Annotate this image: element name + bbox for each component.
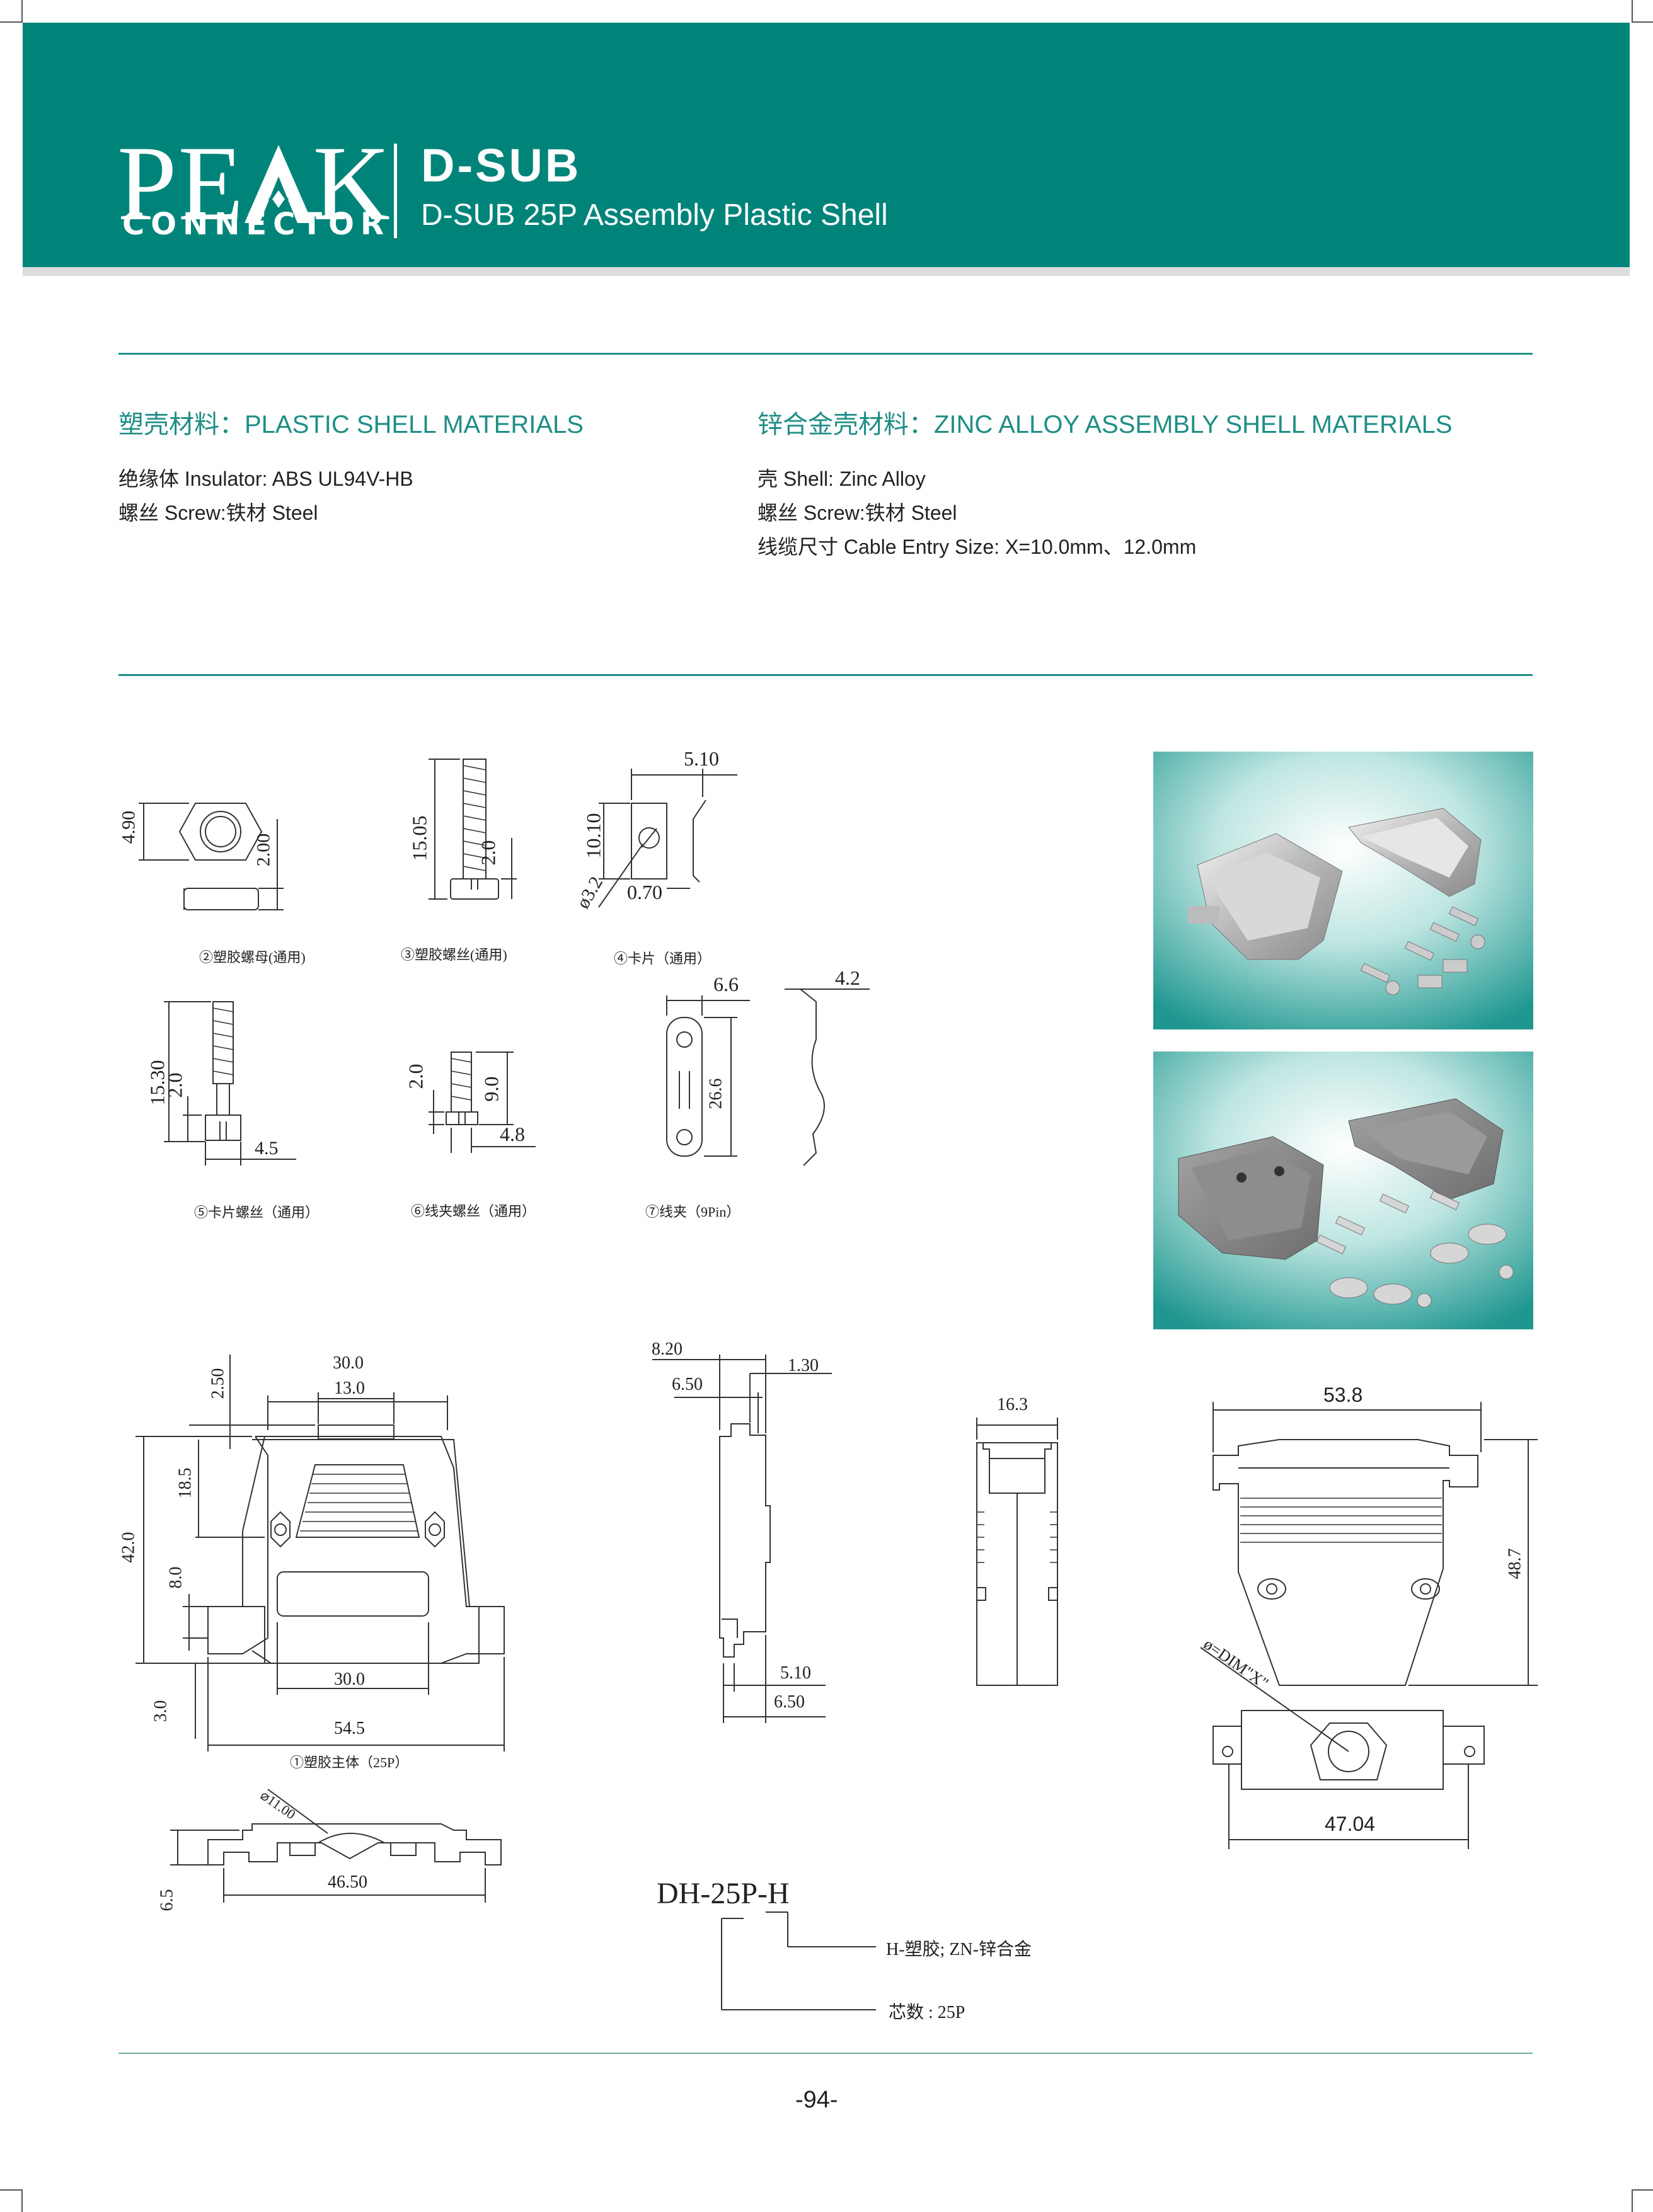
clamp-screw-dim-20: 2.0 (404, 1063, 427, 1089)
nut-dim-200: 2.00 (253, 833, 274, 867)
part-number-pin-note: 芯数 : 25P (889, 2003, 965, 2022)
clip-screw-drawing (164, 1001, 296, 1166)
clamp-screw-caption: ⑥线夹螺丝（通用） (411, 1203, 536, 1219)
logo-divider (394, 144, 397, 238)
plastic-body-bottom-drawing (170, 1789, 502, 1903)
section-rule-middle (118, 674, 1533, 676)
clip-dim-070: 0.70 (627, 881, 662, 903)
logo-subtext: CONNECTOR (122, 207, 390, 242)
screw-dim-1505: 15.05 (408, 815, 431, 861)
body-caption: ①塑胶主体（25P） (290, 1755, 409, 1770)
side-dim-130: 1.30 (788, 1356, 819, 1375)
part-number-material-note: H-塑胶; ZN-锌合金 (886, 1940, 1032, 1959)
plastic-body-drawing (135, 1355, 505, 1751)
zinc-shell-photo (1153, 752, 1533, 1029)
clamp-dim-266: 26.6 (706, 1078, 726, 1109)
crop-mark-top-left (0, 0, 23, 23)
plastic-materials-heading: 塑壳材料：PLASTIC SHELL MATERIALS (118, 411, 584, 438)
screw-dim-20: 2.0 (476, 840, 500, 866)
side-view-drawing (652, 1355, 832, 1723)
clamp-dim-42: 4.2 (835, 966, 860, 989)
side-dim-510: 5.10 (780, 1663, 811, 1683)
screw-caption: ③塑胶螺丝(通用) (401, 947, 507, 963)
clip-screw-caption: ⑤卡片螺丝（通用） (194, 1205, 320, 1220)
clamp-dim-66: 6.6 (713, 973, 739, 995)
clamp-drawing (666, 989, 870, 1166)
clip-screw-dim-45: 4.5 (255, 1138, 279, 1159)
clip-screw-dim-20: 2.0 (163, 1072, 187, 1098)
header-banner (23, 23, 1630, 267)
logo-text-end: K (313, 124, 392, 243)
body-dim-300-bottom: 30.0 (334, 1670, 365, 1689)
section-rule-bottom (118, 2053, 1533, 2054)
zinc-shell-drawing (1200, 1402, 1538, 1849)
edge-dim-163: 16.3 (997, 1395, 1028, 1414)
clamp-screw-drawing (429, 1052, 536, 1153)
body-dim-545: 54.5 (334, 1719, 365, 1738)
crop-mark-bottom-left (0, 2189, 23, 2212)
plastic-spec-1: 绝缘体 Insulator: ABS UL94V-HB (118, 467, 413, 490)
crop-mark-bottom-right (1632, 2189, 1653, 2212)
crop-mark-top-right (1632, 0, 1653, 23)
clip-drawing (598, 769, 737, 908)
side-dim-650-bottom: 6.50 (774, 1692, 805, 1712)
screw-drawing (429, 759, 517, 900)
side-dim-650: 6.50 (672, 1375, 703, 1394)
nut-dim-490: 4.90 (118, 810, 139, 844)
clamp-caption: ⑦线夹（9Pin） (645, 1204, 740, 1220)
plastic-shell-photo (1153, 1052, 1533, 1329)
zinc-dim-487: 48.7 (1505, 1548, 1525, 1579)
page-subtitle: D-SUB 25P Assembly Plastic Shell (421, 198, 888, 232)
part-number-leaders (721, 1911, 876, 2010)
header-shadow (23, 267, 1630, 276)
zinc-materials-heading: 锌合金壳材料：ZINC ALLOY ASSEMBLY SHELL MATERIA… (757, 411, 1453, 438)
section-rule-top (118, 353, 1533, 355)
zinc-spec-3: 线缆尺寸 Cable Entry Size: X=10.0mm、12.0mm (757, 536, 1197, 558)
page-number: -94- (795, 2087, 838, 2113)
body-dim-65: 6.5 (157, 1889, 177, 1911)
body-dim-250: 2.50 (208, 1368, 228, 1399)
body-dim-30: 3.0 (151, 1700, 171, 1722)
body-dim-300-top: 30.0 (333, 1353, 364, 1373)
part-number-code: DH-25P-H (657, 1877, 790, 1910)
edge-view-drawing (976, 1418, 1058, 1686)
clamp-screw-dim-90: 9.0 (480, 1076, 503, 1102)
clip-caption: ④卡片（通用） (614, 951, 711, 966)
clamp-screw-dim-48: 4.8 (500, 1123, 525, 1145)
side-dim-820: 8.20 (652, 1339, 683, 1359)
body-dim-420: 42.0 (118, 1532, 139, 1563)
body-dim-185: 18.5 (175, 1467, 195, 1499)
logo-text-start: PE (117, 124, 245, 243)
logo-a-icon (245, 145, 313, 223)
nut-caption: ②塑胶螺母(通用) (199, 949, 306, 965)
zinc-dim-538: 53.8 (1323, 1384, 1363, 1406)
body-dim-4650: 46.50 (328, 1872, 367, 1892)
zinc-spec-1: 壳 Shell: Zinc Alloy (757, 467, 926, 490)
logo-a-mark (245, 134, 313, 223)
nut-drawing (139, 803, 284, 910)
zinc-spec-2: 螺丝 Screw:铁材 Steel (757, 501, 957, 524)
brand-logo: PE K (117, 130, 391, 237)
body-dim-130: 13.0 (334, 1378, 365, 1398)
zinc-dim-4704: 47.04 (1325, 1813, 1376, 1835)
page-title: D-SUB (421, 139, 582, 192)
clip-dim-1010: 10.10 (582, 813, 605, 859)
clip-dim-510: 5.10 (684, 747, 719, 770)
plastic-spec-2: 螺丝 Screw:铁材 Steel (118, 501, 318, 524)
body-dim-80: 8.0 (166, 1566, 186, 1589)
